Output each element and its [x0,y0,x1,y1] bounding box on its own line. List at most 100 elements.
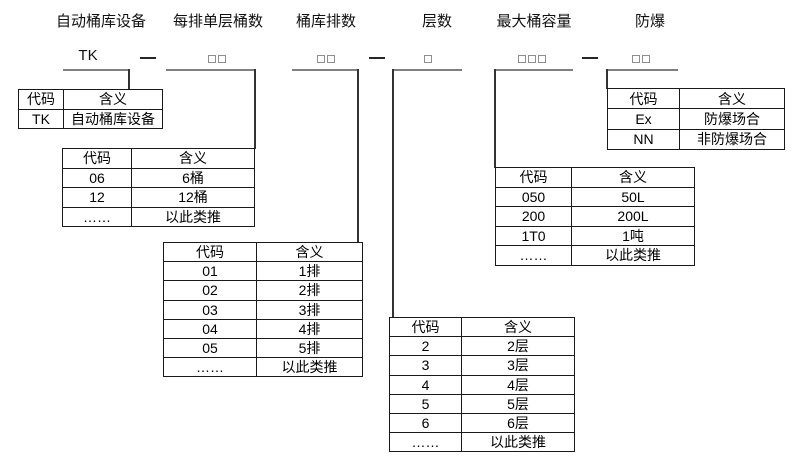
dash-separator-icon-1 [140,57,156,59]
table-cell: 4排 [256,318,363,339]
connector-explosion-vertical [606,69,608,89]
dash-separator-icon-2 [369,57,385,59]
table-cell: 1吨 [571,225,695,246]
table-cell: 01 [163,261,257,282]
field-label-explosion-proof: 防爆 [634,13,666,30]
table-header-row: 代码含义 [495,167,695,188]
table-cell: NN [607,128,680,150]
field-label-device: 自动桶库设备 [55,13,147,30]
table-cell: 6层 [461,412,575,434]
connector-capacity-vertical [494,69,496,168]
connector-barrels-horizontal [166,69,256,71]
dash-separator-icon-3 [582,57,598,59]
table-cell: 1排 [256,261,363,282]
table-header-row: 代码含义 [389,316,575,338]
table-cell: 5层 [461,393,575,414]
table-header-cell: 代码 [163,241,257,263]
table-header-cell: 代码 [607,87,680,110]
table-cell: 自动桶库设备 [63,108,163,129]
table-cell: Ex [607,108,680,130]
table-cell: 50L [571,186,695,207]
digit-boxes-max-capacity [518,55,546,63]
table-cell: 防爆场合 [679,108,785,130]
connector-device-vertical [128,69,130,90]
digit-boxes-explosion-proof [632,55,650,63]
table-row: ……以此类推 [495,245,695,266]
connector-capacity-horizontal [494,69,573,71]
digit-box-layer-count [424,55,432,63]
connector-barrels-vertical [254,69,256,149]
field-label-barrels-per-row: 每排单层桶数 [172,13,264,30]
table-cell: …… [495,245,572,266]
table-header-cell: 含义 [131,148,255,169]
table-row: ……以此类推 [389,432,575,453]
table-cell: 5 [389,393,462,414]
table-cell: 3层 [461,355,575,376]
table-header-cell: 代码 [389,316,462,338]
table-cell: 03 [163,299,257,320]
table-row: ……以此类推 [62,206,255,227]
table-cell: 1T0 [495,225,572,246]
table-cell: 3排 [256,299,363,320]
table-cell: 以此类推 [571,245,695,266]
digit-boxes-barrels-per-row [208,55,226,63]
digit-box-icon [327,55,335,63]
field-label-max-capacity: 最大桶容量 [496,13,572,30]
table-header-cell: 含义 [571,167,695,188]
table-header-cell: 代码 [495,167,572,188]
table-cell: 04 [163,318,257,339]
table-cell: 以此类推 [461,432,575,453]
table-cell: 050 [495,186,572,207]
table-cell: 6 [389,412,462,434]
table-header-row: 代码含义 [62,148,255,169]
table-header-cell: 代码 [18,89,64,110]
table-cell: …… [389,432,462,453]
table-cell: …… [163,357,257,378]
digit-box-icon [538,55,546,63]
digit-box-icon [208,55,216,63]
table-cell: 12桶 [131,187,255,208]
table-header-cell: 含义 [679,87,785,110]
digit-box-icon [218,55,226,63]
table-row: ……以此类推 [163,357,363,378]
code-prefix-tk: TK [78,47,98,64]
table-cell: 6桶 [131,167,255,188]
table-cell: 4层 [461,374,575,395]
table-cell: 2层 [461,336,575,357]
table-cell: 2 [389,336,462,357]
table-cell: 2排 [256,280,363,301]
digit-box-icon [317,55,325,63]
table-cell: 06 [62,167,132,188]
connector-explosion-horizontal [606,69,678,71]
table-cell: 以此类推 [131,206,255,227]
table-header-cell: 代码 [62,148,132,169]
table-cell: 3 [389,355,462,376]
table-cell: 12 [62,187,132,208]
digit-box-icon [632,55,640,63]
field-label-row-count: 桶库排数 [295,13,357,30]
connector-layers-vertical [392,69,394,318]
table-header-row: 代码含义 [607,87,785,110]
table-header-cell: 含义 [63,89,163,110]
table-cell: …… [62,206,132,227]
table-cell: TK [18,108,64,129]
